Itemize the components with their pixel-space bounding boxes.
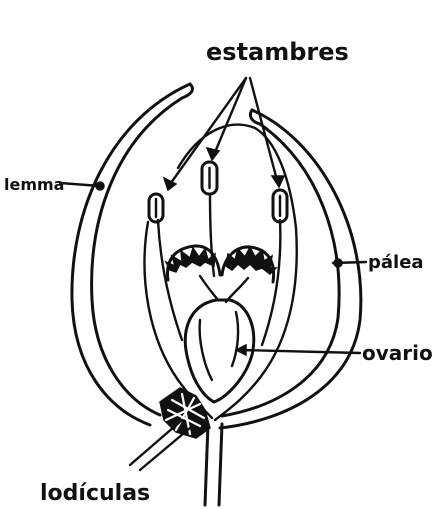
arrow-estambres [164, 78, 284, 190]
label-estambres: estambres [206, 38, 349, 66]
label-lodiculas: lodículas [40, 481, 150, 506]
arrow-lemma [60, 182, 104, 190]
arrow-palea [333, 259, 366, 267]
lodicules [160, 388, 210, 438]
label-ovario: ovario [362, 341, 433, 365]
label-palea: pálea [368, 252, 424, 273]
label-lemma: lemma [4, 175, 64, 194]
style [200, 276, 248, 302]
pedicel [205, 424, 222, 505]
stigma-right [222, 247, 276, 282]
